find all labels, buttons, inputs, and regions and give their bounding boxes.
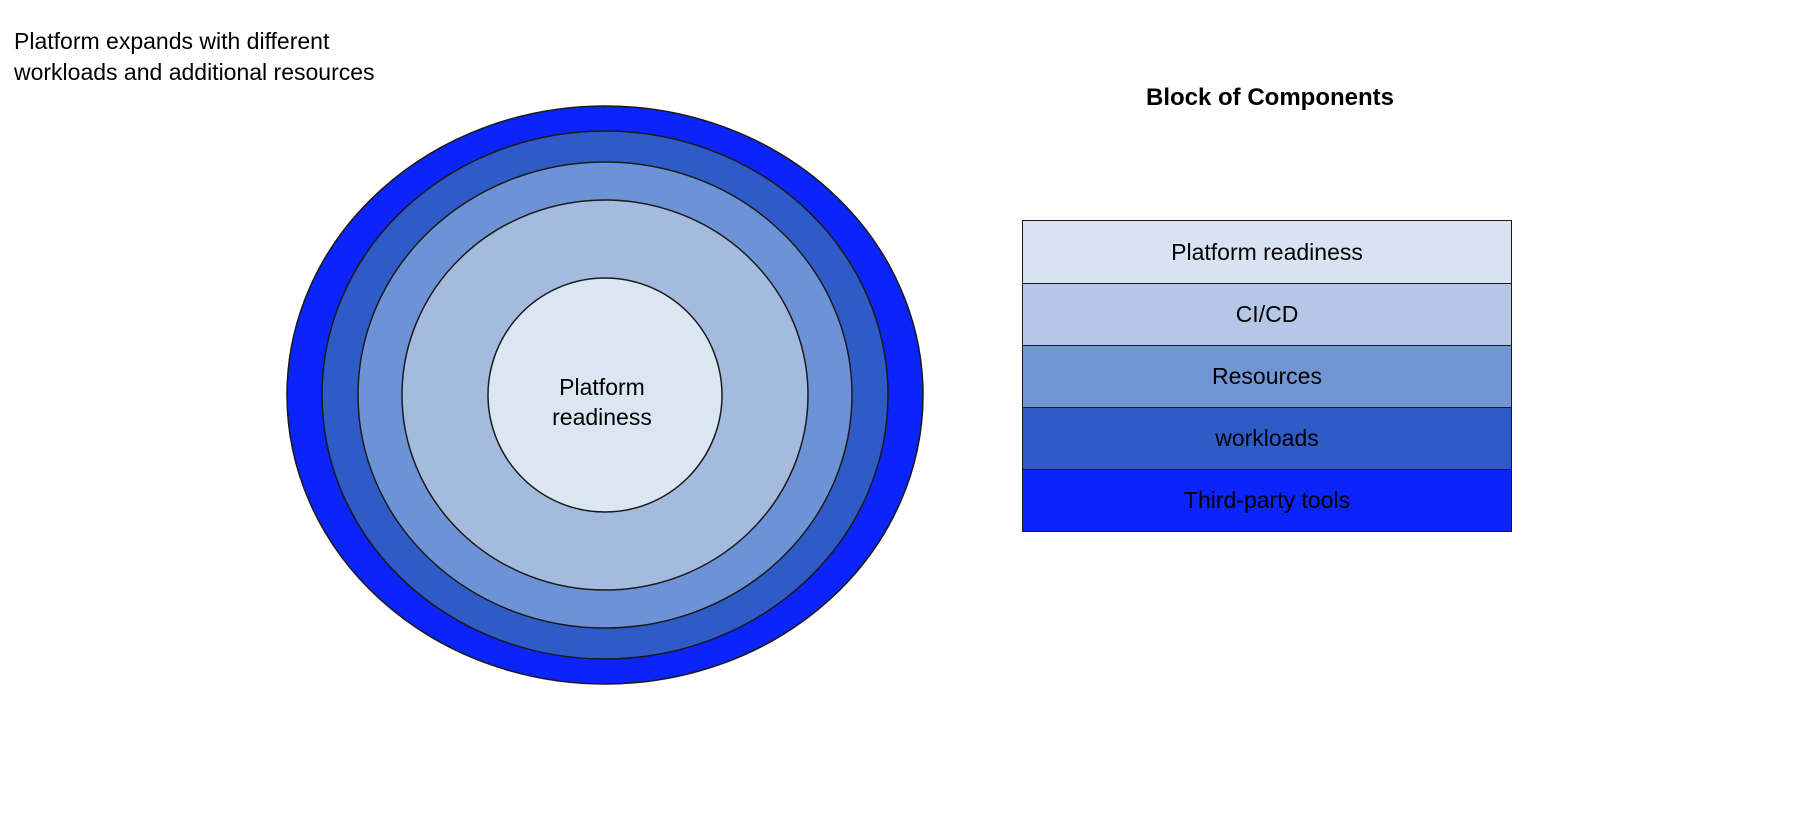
block-row-workloads: workloads: [1023, 407, 1511, 469]
block-of-components: Platform readiness CI/CD Resources workl…: [1022, 220, 1512, 532]
block-row-third-party-tools: Third-party tools: [1023, 469, 1511, 531]
block-row-label: Third-party tools: [1183, 487, 1351, 513]
caption-text: Platform expands with different workload…: [14, 28, 375, 85]
block-row-resources: Resources: [1023, 345, 1511, 407]
onion-diagram: [283, 102, 927, 688]
block-row-label: Platform readiness: [1171, 238, 1363, 265]
ring-platform-readiness: [487, 277, 723, 513]
block-row-ci-cd: CI/CD: [1023, 283, 1511, 345]
block-row-platform-readiness: Platform readiness: [1023, 221, 1511, 283]
onion-svg: [286, 105, 924, 685]
block-row-label: Resources: [1212, 363, 1322, 389]
block-title: Block of Components: [1145, 84, 1394, 111]
block-row-label: CI/CD: [1235, 301, 1299, 327]
onion-center-label: Platform readiness: [552, 374, 652, 430]
block-row-label: workloads: [1215, 425, 1319, 451]
